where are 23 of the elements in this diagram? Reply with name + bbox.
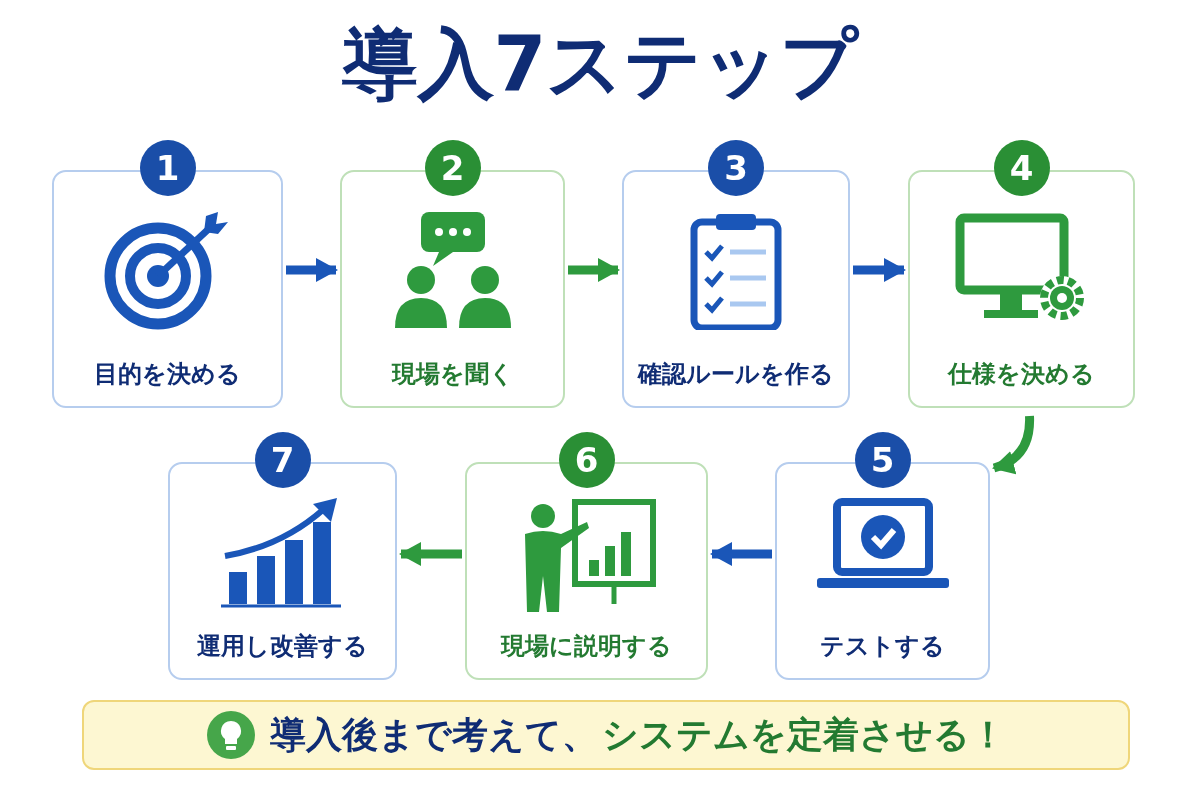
step-label: 現場に説明する bbox=[499, 631, 673, 662]
arrow bbox=[286, 258, 338, 282]
step-number: 3 bbox=[708, 140, 764, 196]
tip-text: システムを定着させる！ bbox=[602, 712, 1006, 757]
step-label: 運用し改善する bbox=[196, 631, 369, 662]
step-number: 1 bbox=[139, 140, 196, 196]
step-label: 仕様を決める bbox=[946, 359, 1096, 390]
arrow bbox=[710, 542, 772, 566]
step-label: 確認ルールを作る bbox=[636, 359, 835, 390]
step-number: 7 bbox=[254, 432, 311, 488]
arrow bbox=[568, 258, 620, 282]
step-number: 5 bbox=[854, 432, 911, 488]
step-label: 目的を決める bbox=[93, 359, 242, 390]
step-number: 2 bbox=[424, 140, 481, 196]
tip-banner bbox=[82, 700, 1130, 770]
arrow bbox=[399, 542, 462, 566]
tip-text: 導入後まで考えて、 bbox=[270, 712, 598, 757]
title: 導入7ステップ bbox=[340, 18, 861, 110]
step-label: テストする bbox=[819, 631, 946, 662]
step-label: 現場を聞く bbox=[390, 359, 515, 390]
step-number: 4 bbox=[993, 140, 1050, 196]
step-number: 6 bbox=[558, 432, 615, 488]
arrow bbox=[853, 258, 906, 282]
